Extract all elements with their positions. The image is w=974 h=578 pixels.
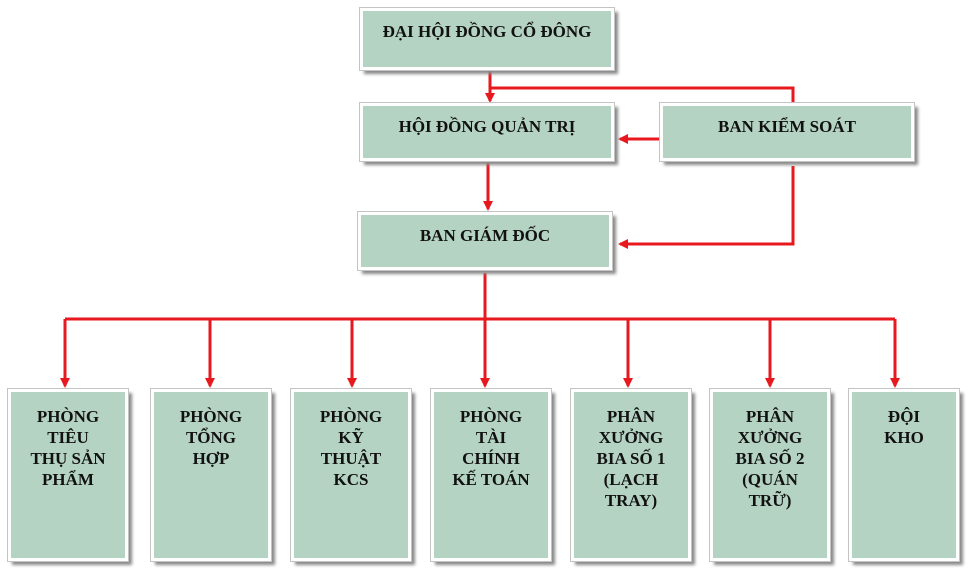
dept-technical: PHÒNG KỸ THUẬT KCS <box>290 388 412 562</box>
dept-label: PHÒNG TÀI CHÍNH KẾ TOÁN <box>452 407 530 489</box>
dept-label: PHÂN XƯỞNG BIA SỐ 1 (LẠCH TRAY) <box>596 407 666 510</box>
node-supervisory: BAN KIỂM SOÁT <box>659 102 915 162</box>
node-directors: BAN GIÁM ĐỐC <box>357 211 613 271</box>
node-shareholders-label: ĐẠI HỘI ĐỒNG CỔ ĐÔNG <box>382 22 592 41</box>
connector-supervisory-to-top <box>490 86 795 103</box>
node-board-label: HỘI ĐỒNG QUẢN TRỊ <box>398 117 576 136</box>
dept-sales: PHÒNG TIÊU THỤ SẢN PHẨM <box>7 388 129 562</box>
arrow-supervisory-to-directors <box>618 166 795 249</box>
dept-label: ĐỘI KHO <box>884 407 924 447</box>
dept-warehouse: ĐỘI KHO <box>848 388 960 562</box>
dept-label: PHÒNG TỔNG HỢP <box>179 407 243 468</box>
dept-brewery-2: PHÂN XƯỞNG BIA SỐ 2 (QUÁN TRỮ) <box>709 388 831 562</box>
dept-label: PHÒNG KỸ THUẬT KCS <box>319 407 383 489</box>
node-directors-label: BAN GIÁM ĐỐC <box>419 226 551 245</box>
node-supervisory-label: BAN KIỂM SOÁT <box>718 117 856 136</box>
node-shareholders: ĐẠI HỘI ĐỒNG CỔ ĐÔNG <box>359 7 615 71</box>
dept-general: PHÒNG TỔNG HỢP <box>150 388 272 562</box>
dept-brewery-1: PHÂN XƯỞNG BIA SỐ 1 (LẠCH TRAY) <box>570 388 692 562</box>
dept-finance: PHÒNG TÀI CHÍNH KẾ TOÁN <box>430 388 552 562</box>
dept-label: PHÂN XƯỞNG BIA SỐ 2 (QUÁN TRỮ) <box>735 407 805 510</box>
dept-label: PHÒNG TIÊU THỤ SẢN PHẨM <box>30 407 106 489</box>
node-board: HỘI ĐỒNG QUẢN TRỊ <box>359 102 615 162</box>
